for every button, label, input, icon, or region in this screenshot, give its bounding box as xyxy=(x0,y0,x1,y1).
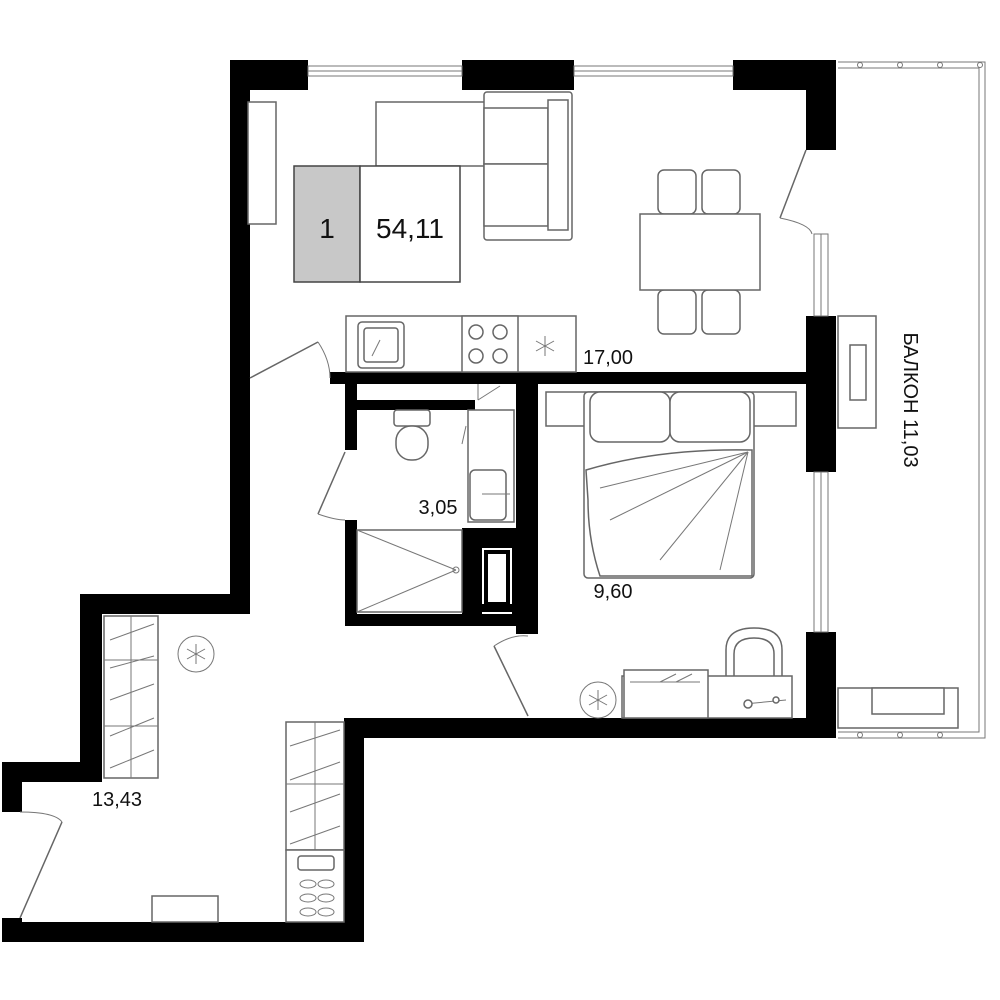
hob-burner xyxy=(492,324,508,340)
wall-bath-top-inner xyxy=(345,400,475,410)
bedroom-furniture xyxy=(545,391,797,719)
hob-burner xyxy=(468,348,484,364)
hall-bench xyxy=(151,895,219,923)
toilet-bowl xyxy=(395,425,429,461)
wall-shower-right xyxy=(462,528,472,626)
bedroom-area: 9,60 xyxy=(594,581,633,603)
drawer-unit xyxy=(623,669,709,719)
duvet xyxy=(585,449,753,577)
sofa-cushion-1 xyxy=(483,107,549,165)
chair xyxy=(701,289,741,335)
tv-unit xyxy=(247,101,277,225)
balcony-railing-posts xyxy=(857,62,983,738)
balcony-railing xyxy=(838,61,986,739)
shoe-rack-seat xyxy=(297,855,335,871)
wall-hall-right xyxy=(344,718,364,942)
total-area: 54,11 xyxy=(376,213,444,244)
total-area-box xyxy=(359,165,461,283)
bath-sink xyxy=(469,469,507,521)
kitchen-hob xyxy=(461,315,519,373)
wall-bath-left-bottom xyxy=(345,520,357,626)
wall-bedroom-bottom xyxy=(344,718,836,738)
sofa-back xyxy=(547,99,569,231)
room-labels: 17,00 3,05 9,60 13,43 БАЛКОН 11,03 xyxy=(92,332,921,811)
dining-table xyxy=(639,213,761,291)
hall-area: 13,43 xyxy=(92,789,142,811)
pillow xyxy=(589,391,671,443)
ceiling-light-icon xyxy=(177,635,215,673)
hob-burner xyxy=(492,348,508,364)
wall-top-middle xyxy=(462,60,574,90)
hob-burner xyxy=(468,324,484,340)
toilet-tank xyxy=(393,409,431,427)
drawer-pattern xyxy=(630,673,700,683)
wall-step xyxy=(80,594,250,614)
living-kitchen-furniture xyxy=(247,91,761,373)
wall-bedroom-left xyxy=(516,372,538,634)
wall-bath-left-top xyxy=(345,372,357,450)
shoes xyxy=(299,879,335,917)
wall-right-middle xyxy=(806,316,836,472)
sofa-cushion-2 xyxy=(483,163,549,227)
balcony-radiator-fin xyxy=(849,344,867,401)
windows xyxy=(307,65,829,633)
wall-entry-top xyxy=(2,762,102,782)
wall-entry-jamb xyxy=(2,762,22,812)
fridge-snowflake-icon xyxy=(535,336,555,356)
balcony xyxy=(837,61,986,739)
balcony-bench-seat xyxy=(871,687,945,715)
wall-left-middle xyxy=(80,594,102,780)
kitchen-sink-bowl xyxy=(363,327,399,363)
shower-tray xyxy=(356,529,463,613)
wall-bottom xyxy=(2,922,364,942)
bathroom-fixtures xyxy=(356,384,515,613)
chair xyxy=(701,169,741,215)
wall-left-upper xyxy=(230,60,250,612)
apartment-badge: 1 54,11 xyxy=(293,165,461,283)
duvet-folds xyxy=(599,451,749,571)
pillow xyxy=(669,391,751,443)
dressing-mirror-inner xyxy=(733,637,775,676)
rooms-count: 1 xyxy=(319,213,335,244)
living-kitchen-area: 17,00 xyxy=(583,347,633,369)
bathroom-area: 3,05 xyxy=(419,497,458,519)
ceiling-light-icon xyxy=(579,681,617,719)
utility-shaft xyxy=(480,540,514,614)
wall-right-top xyxy=(806,60,836,150)
balcony-label: БАЛКОН 11,03 xyxy=(899,332,921,467)
lamp xyxy=(743,699,753,709)
chair xyxy=(657,169,697,215)
rug xyxy=(375,101,487,167)
wall-kitchen-bottom xyxy=(330,372,806,384)
chair xyxy=(657,289,697,335)
hall-furniture xyxy=(103,615,345,923)
doors xyxy=(19,149,813,919)
balcony-railing-inner xyxy=(838,67,980,733)
